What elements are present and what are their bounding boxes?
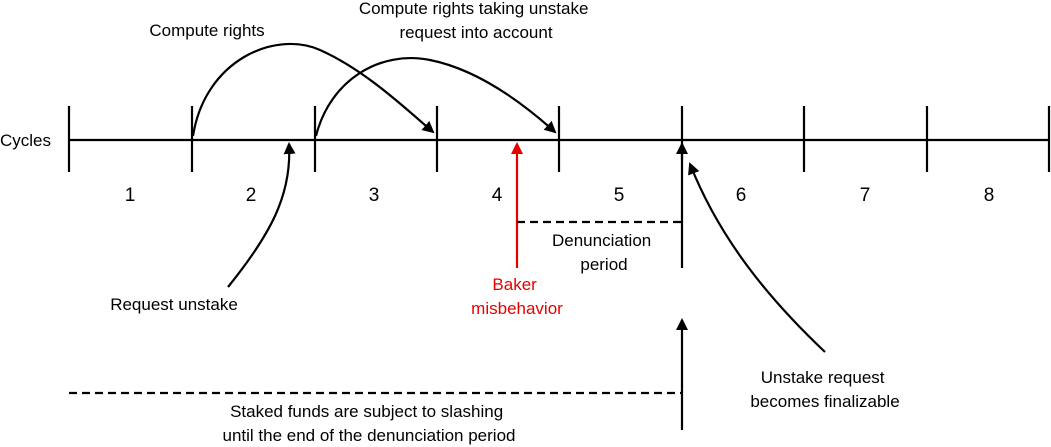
finalizable-arrow	[688, 162, 826, 353]
cycle-number: 6	[736, 185, 747, 206]
baker-misbehavior-line: Baker	[492, 275, 537, 294]
cycle-number: 8	[984, 185, 995, 206]
compute-rights-unstake-label: Compute rights taking unstake request in…	[359, 0, 593, 42]
cycle-number: 2	[246, 185, 257, 206]
finalizable-line: Unstake request	[761, 368, 885, 387]
compute-rights-arrow	[191, 42, 435, 137]
slashing-line: until the end of the denunciation period	[222, 426, 515, 445]
axis-label: Cycles	[0, 131, 51, 150]
request-unstake-label: Request unstake	[110, 295, 238, 314]
baker-misbehavior-label: Baker misbehavior	[471, 275, 563, 318]
compute-rights-label: Compute rights	[149, 21, 264, 40]
compute-rights-unstake-arrow	[314, 57, 557, 137]
slashing-line: Staked funds are subject to slashing	[230, 402, 503, 421]
baker-misbehavior-line: misbehavior	[471, 299, 563, 318]
cycle-number: 5	[614, 185, 625, 206]
denunciation-period-label: Denunciation period	[552, 231, 656, 274]
request-unstake-arrow	[227, 142, 296, 288]
compute-rights-unstake-line: Compute rights taking unstake	[359, 0, 589, 18]
denunciation-period-line: period	[580, 255, 627, 274]
denunciation-period-line: Denunciation	[552, 231, 651, 250]
finalizable-label: Unstake request becomes finalizable	[750, 368, 899, 411]
cycle-number: 4	[492, 185, 503, 206]
finalizable-line: becomes finalizable	[750, 392, 899, 411]
cycle-number: 3	[369, 185, 380, 206]
slashing-label: Staked funds are subject to slashing unt…	[222, 402, 515, 445]
cycle-number: 7	[860, 185, 871, 206]
cycle-ticks	[67, 106, 1051, 268]
cycle-number: 1	[125, 185, 136, 206]
cycle-labels: 1 2 3 4 5 6 7 8	[125, 185, 995, 206]
compute-rights-unstake-line: request into account	[399, 23, 552, 42]
